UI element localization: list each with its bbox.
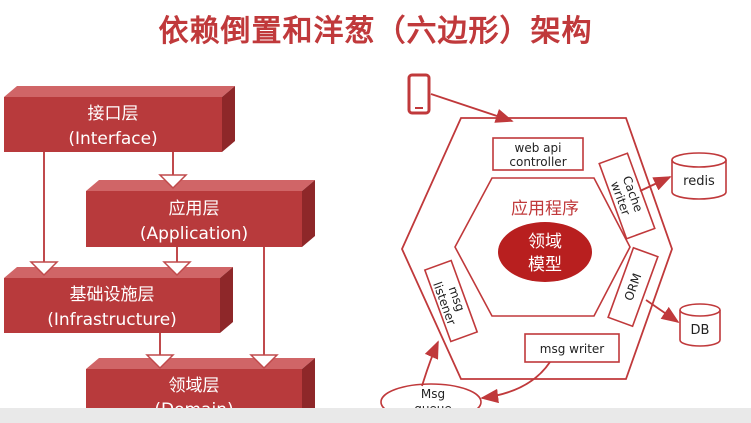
redis-label: redis bbox=[683, 174, 715, 189]
application-core-label: 应用程序 bbox=[511, 199, 579, 219]
domain-model-line2: 模型 bbox=[528, 255, 562, 275]
application-layer-subtitle: (Application) bbox=[140, 224, 248, 244]
orm-box: ORM bbox=[607, 246, 659, 328]
infrastructure-layer-title: 基础设施层 bbox=[70, 285, 155, 305]
db-label: DB bbox=[691, 323, 710, 338]
domain-model-line1: 领域 bbox=[528, 232, 562, 252]
layer-arrowheads bbox=[29, 174, 279, 370]
outer-hexagon bbox=[401, 117, 673, 380]
inner-hexagon bbox=[454, 177, 631, 317]
domain-model-ellipse bbox=[498, 222, 592, 282]
infrastructure-layer-box: 基础设施层 (Infrastructure) bbox=[4, 267, 233, 333]
layer-connectors bbox=[43, 152, 265, 355]
application-layer-box: 应用层 (Application) bbox=[86, 180, 315, 247]
phone-to-api-arrow bbox=[430, 93, 514, 123]
cache-writer-box: Cache writer bbox=[598, 152, 656, 240]
mobile-phone-icon bbox=[407, 73, 431, 115]
domain-layer-title: 领域层 bbox=[169, 376, 220, 396]
external-arrows bbox=[421, 176, 680, 404]
interface-layer-title: 接口层 bbox=[88, 104, 139, 124]
application-layer-title: 应用层 bbox=[169, 199, 220, 219]
infrastructure-layer-subtitle: (Infrastructure) bbox=[47, 310, 177, 330]
web-api-controller-line1: web api bbox=[515, 141, 562, 155]
msg-writer-label: msg writer bbox=[540, 342, 605, 356]
web-api-controller-box: web api controller bbox=[492, 137, 584, 171]
interface-layer-box: 接口层 (Interface) bbox=[4, 86, 235, 152]
msg-writer-box: msg writer bbox=[524, 333, 620, 363]
footer-band bbox=[0, 408, 751, 423]
web-api-controller-line2: controller bbox=[509, 155, 566, 169]
msg-queue-line1: Msg bbox=[421, 387, 445, 401]
page-title: 依赖倒置和洋葱（六边形）架构 bbox=[158, 14, 593, 49]
redis-database-icon: redis bbox=[671, 152, 727, 200]
msg-listener-box: msg listener bbox=[423, 259, 479, 343]
interface-layer-subtitle: (Interface) bbox=[68, 129, 157, 149]
db-database-icon: DB bbox=[679, 303, 721, 347]
